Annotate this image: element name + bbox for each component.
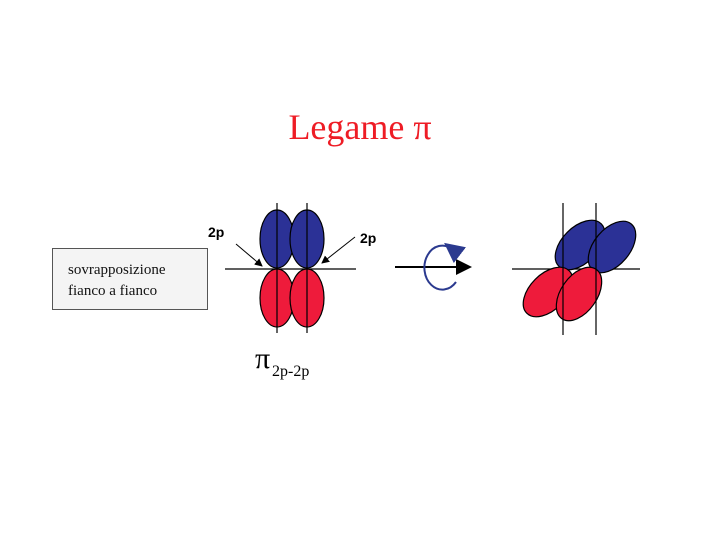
orbital-label-left: 2p <box>208 224 224 240</box>
pi-symbol: π <box>255 342 270 375</box>
parallel-orbitals: 2p 2p π 2p-2p <box>208 203 376 380</box>
caption-line-1: sovrapposizione <box>68 262 166 278</box>
pointer-arrow-left <box>235 243 263 267</box>
caption-box: sovrapposizione fianco a fianco <box>52 248 208 310</box>
pi-subscript: 2p-2p <box>272 363 309 380</box>
caption-line-2: fianco a fianco <box>68 283 158 299</box>
rotation-curve <box>423 242 467 291</box>
rotated-orbitals <box>512 203 640 335</box>
pointer-arrow-right <box>321 236 356 264</box>
orbital-label-right: 2p <box>360 230 376 246</box>
rotation-arrow-icon <box>395 242 472 291</box>
slide-title: Legame π <box>288 107 432 147</box>
